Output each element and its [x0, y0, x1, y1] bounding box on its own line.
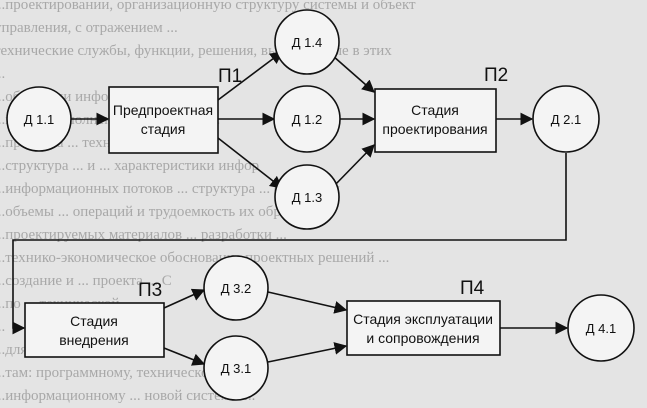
- doc-label-d14: Д 1.4: [292, 35, 323, 50]
- arrow-p1-to-d14: [217, 51, 284, 101]
- arrow-p3-to-d31: [163, 347, 206, 366]
- doc-circle-d13: [274, 164, 340, 230]
- doc-circle-d21: [532, 85, 600, 153]
- background-text-line: ...проектируемых материалов ... разработ…: [0, 227, 287, 243]
- stage-label-p4-line2: и сопровождения: [366, 330, 479, 346]
- stage-label-p1-line2: стадия: [141, 121, 186, 137]
- arrow-p1-to-d13: [217, 137, 284, 189]
- arrow-d31-to-p4: [267, 342, 348, 363]
- stage-label-p4-line1: Стадия эксплуатации: [353, 311, 493, 327]
- arrow-d13-to-p2: [332, 144, 375, 188]
- stage-label-p3-line2: внедрения: [59, 332, 129, 348]
- arrow-d14-to-p2: [332, 55, 375, 93]
- arrow-d32-to-p4: [267, 291, 348, 314]
- stage-tag-p1: П1: [218, 66, 242, 87]
- background-text-line: ...объемы ... операций и трудоемкость их…: [0, 204, 325, 220]
- background-text-line: ...там: программному, техническому ...: [0, 365, 241, 381]
- doc-circle-d31: [203, 335, 269, 401]
- connectors: [12, 51, 569, 366]
- stage-tag-p4: П4: [460, 278, 485, 299]
- stage-label-p1-line1: Предпроектная: [113, 102, 213, 118]
- doc-label-d13: Д 1.3: [292, 190, 323, 205]
- background-text-line: ...информационному ... новой системы ...: [0, 388, 256, 404]
- stage-box-p3: [24, 302, 165, 358]
- doc-circle-d11: [6, 86, 72, 152]
- arrow-p3-to-d32: [163, 288, 206, 309]
- arrow-d21-to-p3: [12, 153, 567, 335]
- stage-label-p2-line2: проектирования: [382, 121, 487, 137]
- stage-tag-p3: П3: [138, 280, 162, 301]
- stage-box-p1: [108, 86, 219, 154]
- doc-circle-d41: [567, 294, 635, 362]
- stage-box-p4: [346, 300, 501, 356]
- doc-label-d32: Д 3.2: [221, 281, 252, 296]
- doc-label-d21: Д 2.1: [551, 112, 582, 127]
- background-text-line: ...информационных потоков ... структура …: [0, 181, 340, 197]
- background-text-line: ...: [0, 66, 6, 82]
- background-text-line: ...структура ... и ... характеристики ин…: [0, 158, 260, 174]
- stage-box-p2: [374, 88, 497, 153]
- stage-tag-p2: П2: [484, 65, 508, 86]
- doc-label-d31: Д 3.1: [221, 361, 252, 376]
- background-text-line: ...технико-экономическое обоснование про…: [0, 250, 390, 266]
- background-text-line: ...создание и ... проекта ... С: [0, 273, 172, 289]
- doc-circle-d32: [203, 255, 269, 321]
- doc-label-d12: Д 1.2: [292, 112, 323, 127]
- doc-circle-d14: [274, 9, 340, 75]
- background-text-line: управления, с отражением ...: [0, 20, 178, 36]
- background-text-line: ...: [0, 319, 6, 335]
- doc-label-d41: Д 4.1: [586, 321, 617, 336]
- doc-circle-d12: [273, 85, 341, 153]
- stage-label-p3-line1: Стадия: [70, 313, 118, 329]
- doc-label-d11: Д 1.1: [24, 112, 55, 127]
- stage-label-p2-line1: Стадия: [411, 102, 459, 118]
